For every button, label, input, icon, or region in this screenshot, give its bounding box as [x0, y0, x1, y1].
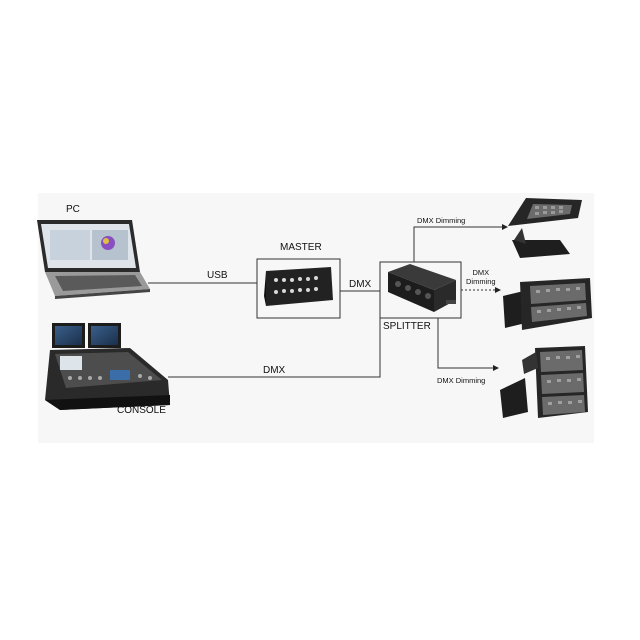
connection-lines — [148, 224, 508, 378]
output-3-line1: DMX Dimming — [437, 376, 486, 385]
master-label: MASTER — [280, 242, 322, 253]
light-fixture-2 — [503, 278, 592, 330]
splitter-frame — [379, 261, 462, 319]
dmx-master-splitter-label: DMX — [349, 279, 372, 290]
usb-connection-label: USB — [207, 270, 228, 281]
light-fixture-3 — [500, 346, 588, 418]
splitter-label: SPLITTER — [383, 321, 431, 332]
splitter-device-image — [388, 264, 456, 312]
output-line-1 — [413, 224, 508, 262]
output-1-line1: DMX Dimming — [417, 216, 466, 225]
master-frame — [256, 258, 341, 319]
master-device-image — [264, 267, 333, 306]
pc-label: PC — [66, 204, 80, 215]
output-1-label: DMX Dimming — [417, 216, 465, 225]
light-fixture-1 — [508, 198, 582, 258]
console-label: CONSOLE — [117, 405, 166, 416]
pc-laptop-image — [37, 220, 150, 299]
console-image — [45, 323, 170, 410]
output-2-line2: Dimming — [466, 277, 496, 286]
dmx-console-splitter-line — [168, 318, 381, 378]
output-2-label: DMX Dimming — [466, 268, 496, 286]
dmx-console-splitter-label: DMX — [263, 365, 286, 376]
output-3-label: DMX Dimming — [437, 376, 485, 385]
output-line-3 — [437, 318, 499, 371]
output-2-line1: DMX — [472, 268, 490, 277]
